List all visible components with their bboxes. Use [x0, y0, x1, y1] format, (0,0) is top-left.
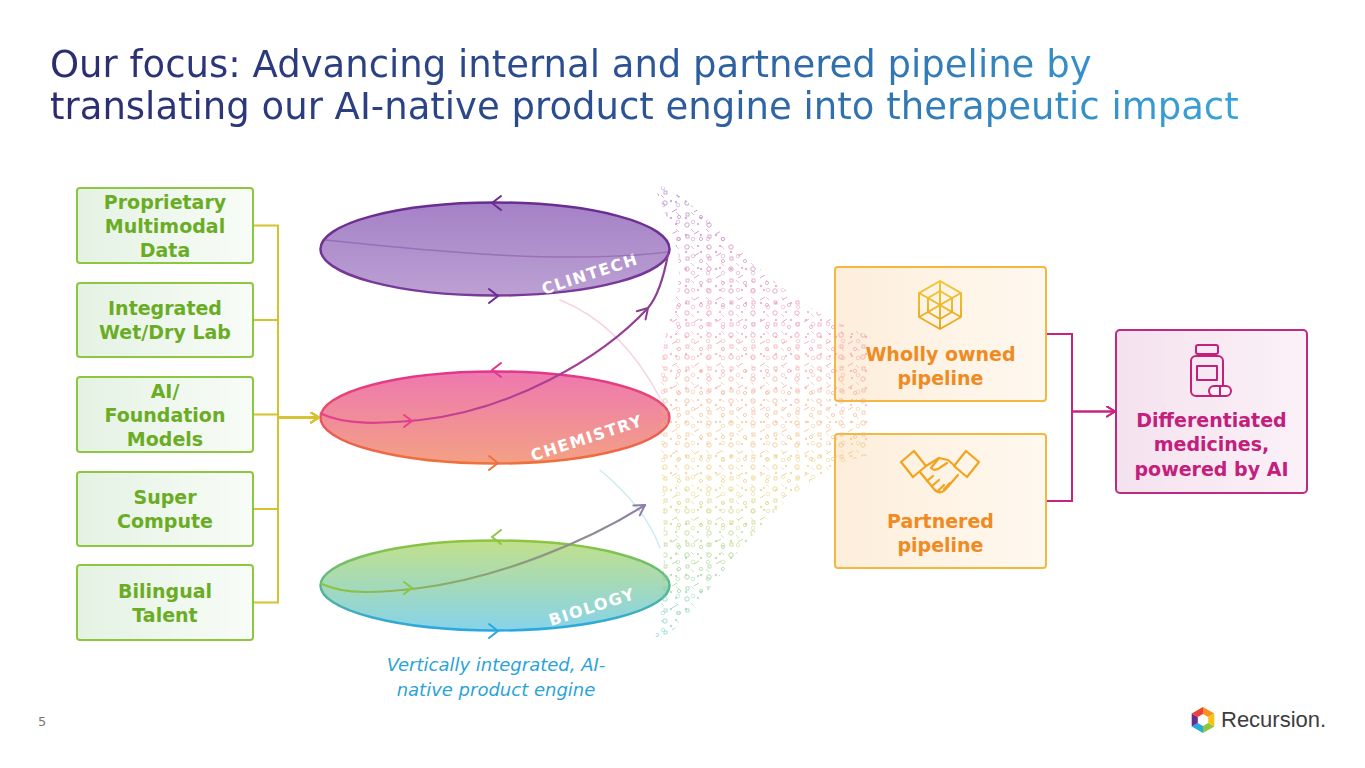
pipeline-box: Partnered pipeline — [834, 433, 1047, 569]
page-number: 5 — [38, 714, 68, 730]
pipeline-box: Wholly owned pipeline — [834, 266, 1047, 402]
particle-cloud — [640, 180, 880, 650]
connector-arrow — [254, 418, 319, 603]
logo-center — [1198, 714, 1208, 726]
box-text: Proprietary Multimodal Data — [92, 190, 238, 262]
logo-segment — [1192, 714, 1203, 727]
input-box: Integrated Wet/Dry Lab — [76, 282, 254, 358]
box-text: Bilingual Talent — [92, 579, 238, 627]
connector-arrow — [254, 418, 319, 510]
ellipse-outline — [321, 541, 670, 631]
box-text: Partnered pipeline — [846, 509, 1035, 557]
logo-segment — [1192, 707, 1203, 720]
logo-segment — [1192, 720, 1203, 733]
logo-mark — [1192, 707, 1215, 733]
connector-arrow — [254, 415, 319, 418]
logo-wordmark: Recursion. — [1221, 707, 1351, 733]
outcome-box: Differentiated medicines, powered by AI — [1115, 329, 1308, 494]
engine-caption: Vertically integrated, AI-native product… — [376, 652, 616, 702]
box-text: Differentiated medicines, powered by AI — [1127, 408, 1296, 482]
flow-line — [600, 470, 660, 548]
connector-arrow — [254, 226, 319, 418]
input-box: Super Compute — [76, 471, 254, 547]
box-text: Integrated Wet/Dry Lab — [92, 296, 238, 344]
chevron — [633, 505, 645, 515]
ellipse-shape — [319, 201, 671, 297]
box-text: Super Compute — [92, 485, 238, 533]
ellipse-outline — [321, 203, 670, 296]
engine-ellipse: CHEMISTRY — [319, 370, 671, 465]
logo-segment — [1203, 714, 1214, 727]
logo-segment — [1203, 707, 1214, 720]
slide-title: Our focus: Advancing internal and partne… — [50, 44, 1271, 128]
connector-arrow — [1047, 334, 1115, 412]
box-text: Wholly owned pipeline — [846, 342, 1035, 390]
input-box: Bilingual Talent — [76, 564, 254, 641]
input-box: AI/ Foundation Models — [76, 376, 254, 453]
input-box: Proprietary Multimodal Data — [76, 187, 254, 264]
logo-segment — [1203, 720, 1214, 733]
ellipse-shape — [319, 539, 671, 632]
engine-ellipse: BIOLOGY — [319, 539, 671, 632]
box-text: AI/ Foundation Models — [92, 379, 238, 451]
connector-arrow — [1047, 412, 1115, 502]
engine-ellipse: CLINTECH — [319, 201, 671, 297]
chevron — [637, 308, 648, 319]
connector-arrow — [254, 320, 319, 418]
